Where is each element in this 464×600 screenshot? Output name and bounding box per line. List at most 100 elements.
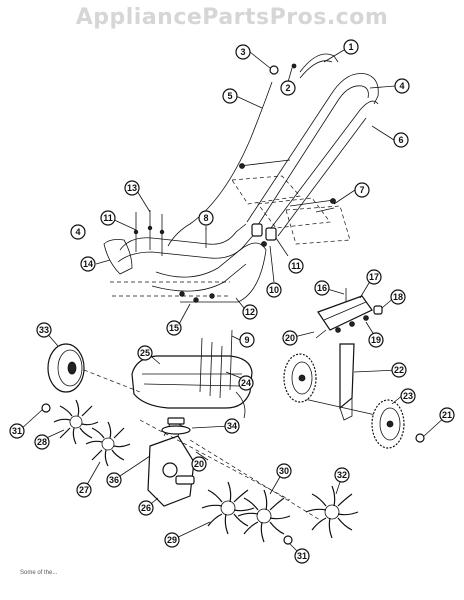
callout-19: 19 [368, 332, 384, 348]
svg-text:29: 29 [167, 535, 177, 545]
callout-33: 33 [36, 322, 52, 338]
callout-25: 25 [137, 345, 153, 361]
svg-text:9: 9 [244, 335, 249, 345]
wheel-support-22 [299, 343, 381, 421]
svg-text:31: 31 [12, 426, 22, 436]
bolts-13 [133, 210, 165, 256]
svg-text:21: 21 [442, 410, 452, 420]
svg-text:23: 23 [403, 391, 413, 401]
frame-25 [131, 355, 253, 419]
svg-text:25: 25 [140, 348, 150, 358]
svg-text:31: 31 [297, 551, 307, 561]
svg-text:6: 6 [398, 135, 403, 145]
svg-text:4: 4 [399, 81, 404, 91]
callout-12: 12 [242, 304, 258, 320]
svg-text:13: 13 [127, 183, 137, 193]
svg-text:26: 26 [141, 503, 151, 513]
clip-31b [283, 535, 293, 545]
nut-2 [291, 63, 297, 69]
callout-8: 8 [198, 210, 214, 226]
callout-32: 32 [334, 467, 350, 483]
callout-31-left: 31 [9, 423, 25, 439]
transmission-26 [139, 419, 321, 521]
callout-17: 17 [366, 269, 382, 285]
svg-text:30: 30 [279, 466, 289, 476]
leader-lines [19, 49, 447, 557]
bushing-18 [373, 305, 383, 315]
svg-text:16: 16 [317, 283, 327, 293]
tine-32 [305, 485, 359, 539]
svg-text:20: 20 [194, 459, 204, 469]
footer-note: Some of the... [20, 570, 58, 576]
transport-wheel-33 [47, 343, 141, 393]
wheel-23 [371, 399, 405, 449]
callout-22: 22 [391, 362, 407, 378]
callout-28: 28 [34, 434, 50, 450]
bolts-24 [199, 329, 233, 399]
callout-26: 26 [138, 500, 154, 516]
svg-text:32: 32 [337, 470, 347, 480]
wheel-left [283, 353, 317, 403]
nut-21 [415, 433, 425, 443]
svg-text:3: 3 [240, 47, 245, 57]
wheel-bracket-17 [317, 295, 373, 331]
svg-text:5: 5 [227, 91, 232, 101]
handle-mount-plates [231, 175, 351, 245]
svg-text:18: 18 [393, 292, 403, 302]
callout-29: 29 [164, 532, 180, 548]
svg-text:14: 14 [83, 259, 93, 269]
svg-text:15: 15 [169, 323, 179, 333]
callout-9: 9 [239, 332, 255, 348]
callout-20-lower: 20 [191, 456, 207, 472]
callout-7: 7 [354, 182, 370, 198]
clip-31a [41, 403, 51, 413]
nuts-15 [179, 291, 215, 303]
tine-30 [237, 489, 291, 543]
callout-1: 1 [343, 39, 359, 55]
svg-text:10: 10 [269, 285, 279, 295]
svg-text:11: 11 [291, 261, 301, 271]
callout-20-right: 20 [282, 330, 298, 346]
tine-27 [85, 421, 131, 467]
svg-text:2: 2 [285, 83, 290, 93]
svg-text:24: 24 [241, 378, 251, 388]
watermark-text: AppliancePartsPros.com [76, 5, 389, 30]
callout-34: 34 [224, 418, 240, 434]
callout-4-top: 4 [394, 78, 410, 94]
tine-29 [201, 481, 255, 535]
svg-text:33: 33 [39, 325, 49, 335]
lower-handle [103, 223, 267, 303]
callout-23: 23 [400, 388, 416, 404]
callout-16: 16 [314, 280, 330, 296]
callout-15: 15 [166, 320, 182, 336]
callout-27: 27 [76, 482, 92, 498]
svg-text:8: 8 [203, 213, 208, 223]
svg-text:20: 20 [285, 333, 295, 343]
svg-text:12: 12 [245, 307, 255, 317]
callout-11-left: 11 [100, 210, 116, 226]
callout-2: 2 [280, 80, 296, 96]
svg-text:28: 28 [37, 437, 47, 447]
callout-6: 6 [393, 132, 409, 148]
callout-24: 24 [238, 375, 254, 391]
callout-36: 36 [106, 472, 122, 488]
bolt-7 [315, 207, 335, 213]
svg-text:34: 34 [227, 421, 237, 431]
svg-text:4: 4 [75, 227, 80, 237]
clamp-10-11 [251, 223, 277, 247]
handle-bolts [239, 159, 336, 207]
knob-3 [269, 65, 279, 75]
callout-13: 13 [124, 180, 140, 196]
svg-text:19: 19 [371, 335, 381, 345]
svg-text:7: 7 [359, 185, 364, 195]
callout-30: 30 [276, 463, 292, 479]
plate-34 [161, 417, 191, 435]
callout-31-lower: 31 [294, 548, 310, 564]
svg-text:1: 1 [348, 42, 353, 52]
callout-10: 10 [266, 282, 282, 298]
svg-text:22: 22 [394, 365, 404, 375]
svg-text:27: 27 [79, 485, 89, 495]
svg-text:11: 11 [103, 213, 113, 223]
upper-handle [246, 53, 379, 237]
